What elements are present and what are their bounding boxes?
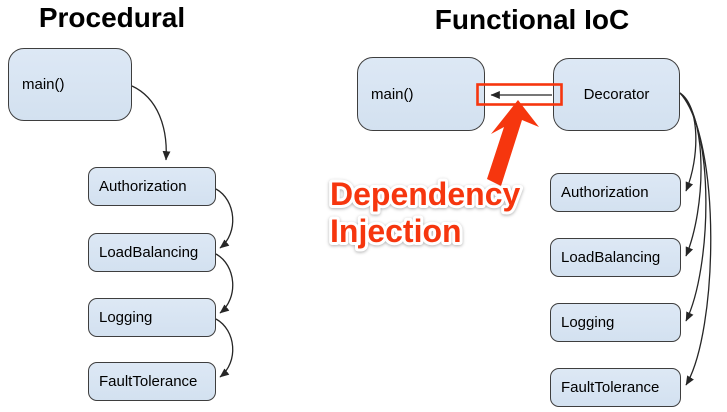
dependency-injection-label-line2: Injection <box>330 213 462 249</box>
left-panel-title: Procedural <box>38 2 186 33</box>
injection-highlight-rect <box>476 83 563 106</box>
right-module-logging: Logging <box>550 303 681 342</box>
arrow-decorator-to-logging <box>679 92 707 322</box>
decorator-node: Decorator <box>553 58 680 131</box>
right-module-authorization: Authorization <box>550 173 681 212</box>
right-module-faulttolerance: FaultTolerance <box>550 368 681 407</box>
dependency-injection-arrow <box>487 100 539 186</box>
left-module-logging: Logging <box>88 298 216 337</box>
left-module-faulttolerance: FaultTolerance <box>88 362 216 401</box>
left-module-authorization: Authorization <box>88 167 216 206</box>
arrow-decorator-to-loadbalancing <box>679 92 702 257</box>
right-module-loadbalancing: LoadBalancing <box>550 238 681 277</box>
arrow-decorator-to-faulttolerance <box>679 92 712 386</box>
arrow-main-to-authorization <box>131 85 171 161</box>
right-panel-title: Functional IoC <box>434 4 630 35</box>
right-main-node: main() <box>357 57 485 131</box>
arrow-loadbalancing-to-logging <box>215 253 234 314</box>
arrow-decorator-to-authorization <box>679 92 697 192</box>
arrow-logging-to-faulttolerance <box>215 318 234 378</box>
left-main-node: main() <box>8 48 132 121</box>
left-module-loadbalancing: LoadBalancing <box>88 233 216 272</box>
arrow-authorization-to-loadbalancing <box>215 188 234 249</box>
dependency-injection-label-line1: Dependency <box>330 176 520 212</box>
